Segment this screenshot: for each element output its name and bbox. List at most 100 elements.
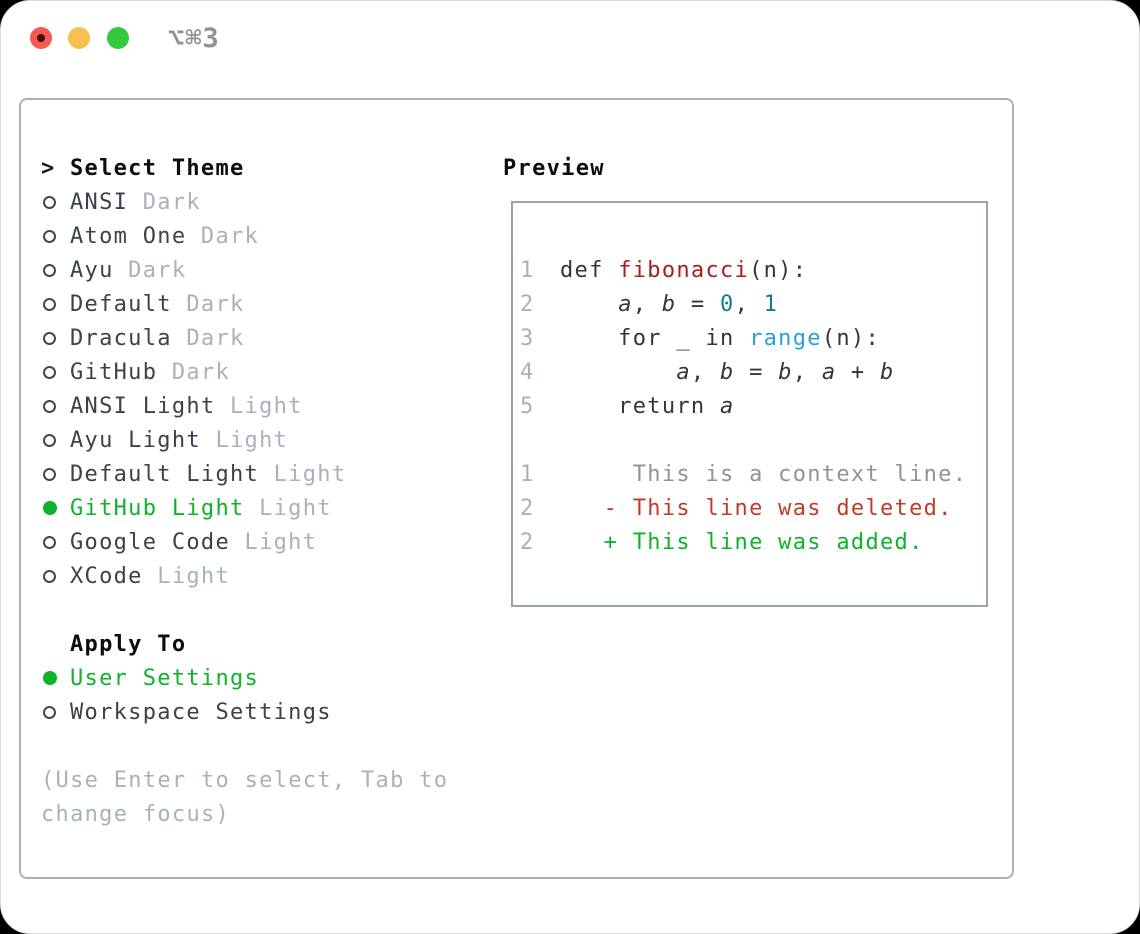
code-line: 2 + This line was added. [513,525,986,559]
apply-option-user-settings[interactable]: User Settings [41,661,448,695]
option-variant-label: Dark [171,291,245,317]
code-token [560,292,618,317]
option-label: Google Code [70,529,230,555]
apply-option-workspace-settings[interactable]: Workspace Settings [41,695,448,729]
radio-icon [43,467,56,481]
radio-icon [43,331,56,345]
code-token: - This line was deleted. [560,495,953,521]
option-label: GitHub Light [70,495,245,521]
code-line: 2 - This line was deleted. [513,491,986,525]
code-token: , [792,359,822,385]
option-label: Dracula [70,325,172,351]
option-variant-label: Light [244,495,332,521]
theme-option-default[interactable]: Default Dark [41,287,448,321]
code-token: = [734,359,779,385]
code-token: fibonacci [618,257,750,283]
line-number: 3 [520,325,535,351]
radio-icon [43,535,56,549]
title-bar: ⌥⌘3 [1,1,1139,76]
radio-icon [43,705,56,719]
code-line: 3 for _ in range(n): [513,321,986,355]
spacer [41,729,448,763]
radio-icon [43,569,56,583]
theme-option-ansi-light[interactable]: ANSI Light Light [41,389,448,423]
option-variant-label: Dark [128,189,201,215]
code-token: 0 [720,291,735,317]
code-line: 2 a, b = 0, 1 [513,287,986,321]
radio-icon [43,263,56,277]
option-label: ANSI [70,189,129,215]
option-variant-label: Light [230,529,318,555]
option-label: User Settings [70,665,260,691]
option-variant-label: Light [200,427,289,453]
theme-option-dracula[interactable]: Dracula Dark [41,321,448,355]
code-token: range [749,325,822,351]
code-token: a [720,393,735,419]
theme-option-default-light[interactable]: Default Light Light [41,457,448,491]
code-line: 1 This is a context line. [513,457,986,491]
radio-icon [43,229,56,243]
option-variant-label: Dark [186,223,260,249]
code-token: b [880,359,895,385]
option-label: GitHub [70,359,158,385]
option-label: Atom One [70,223,187,249]
apply-to-heading-row: Apply To [41,627,448,661]
code-line [513,423,986,457]
code-token: a [676,359,691,385]
option-variant-label: Light [259,461,347,487]
theme-option-ayu[interactable]: Ayu Dark [41,253,448,287]
option-label: Default [70,291,172,317]
radio-icon [43,297,56,311]
theme-option-github[interactable]: GitHub Dark [41,355,448,389]
option-label: XCode [70,563,143,589]
code-token: (n): [749,257,808,283]
hint-line-2: change focus) [41,801,231,827]
theme-option-atom-one[interactable]: Atom One Dark [41,219,448,253]
window-title: ⌥⌘3 [168,23,220,54]
line-number: 5 [520,393,535,419]
close-button-icon[interactable] [30,27,52,49]
theme-option-github-light[interactable]: GitHub Light Light [41,491,448,525]
code-token: This is a context line. [560,461,968,487]
theme-option-ayu-light[interactable]: Ayu Light Light [41,423,448,457]
line-number: 2 [520,495,535,521]
code-token: 1 [763,291,779,317]
line-number: 2 [520,529,535,555]
code-token: b [661,291,677,317]
option-label: Workspace Settings [70,699,332,725]
radio-selected-icon [43,501,57,515]
radio-icon [43,399,56,413]
line-number: 4 [520,359,535,385]
code-token: for _ in [560,325,750,351]
zoom-button-icon[interactable] [107,27,129,49]
code-token [560,360,676,385]
radio-icon [43,365,56,379]
option-variant-label: Dark [113,257,187,283]
option-variant-label: Dark [157,359,231,385]
theme-option-ansi[interactable]: ANSI Dark [41,185,448,219]
minimize-button-icon[interactable] [68,27,90,49]
line-number: 1 [520,257,535,283]
code-line: 5 return a [513,389,986,423]
option-label: Ayu [70,257,114,283]
apply-to-heading: Apply To [70,631,187,657]
code-line: 4 a, b = b, a + b [513,355,986,389]
option-variant-label: Light [142,563,231,589]
spacer [41,593,448,627]
line-number: 1 [520,461,535,487]
code-token: , [734,291,764,317]
option-label: Ayu Light [70,427,201,453]
theme-option-xcode[interactable]: XCode Light [41,559,448,593]
code-token: a [821,359,837,385]
theme-option-google-code[interactable]: Google Code Light [41,525,448,559]
code-token: b [778,359,793,385]
code-token: + This line was added. [560,529,924,555]
radio-selected-icon [43,671,57,685]
